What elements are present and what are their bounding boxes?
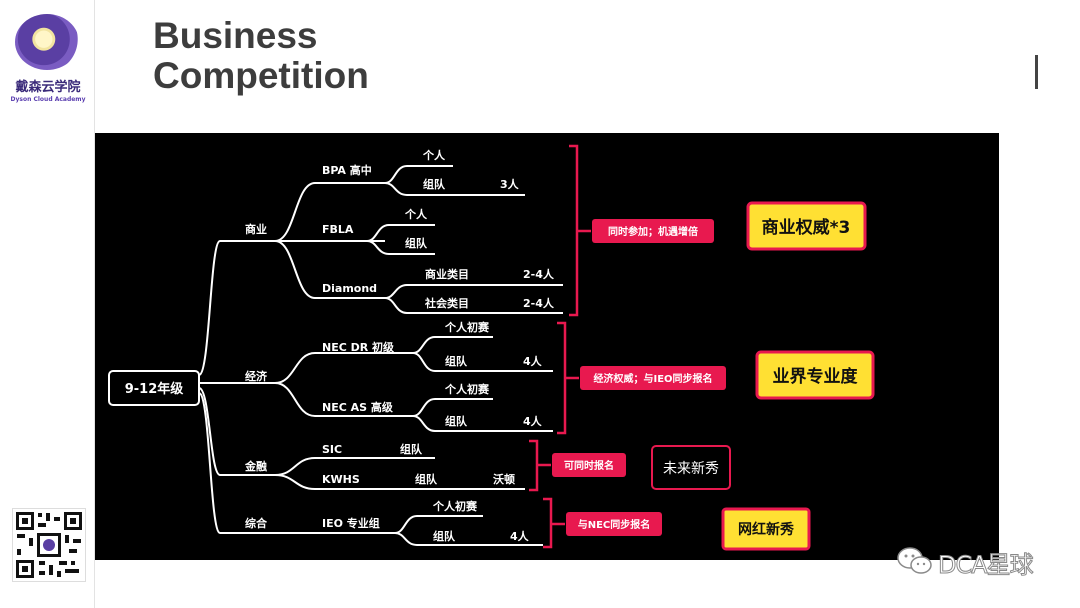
note-general: 与NEC同步报名 bbox=[578, 518, 651, 531]
leaf-diamond-social: 社会类目 bbox=[424, 296, 469, 310]
qr-code-icon bbox=[12, 508, 86, 582]
divider-bar bbox=[1035, 55, 1038, 89]
tag-business-box bbox=[746, 201, 867, 251]
leaf-necas-individual: 个人初赛 bbox=[444, 382, 490, 396]
category-economics: 经济 bbox=[245, 369, 268, 383]
root-node-box bbox=[108, 370, 200, 406]
wechat-icon bbox=[897, 547, 932, 574]
note-business-pill bbox=[592, 219, 714, 243]
leaf-diamond-business: 商业类目 bbox=[425, 267, 469, 281]
competition-diamond: Diamond bbox=[322, 282, 377, 295]
leaf-kwhs-wharton: 沃顿 bbox=[493, 472, 515, 486]
watermark-text: DCA星球 bbox=[938, 551, 1035, 580]
note-finance: 可同时报名 bbox=[564, 459, 614, 472]
academy-logo-icon bbox=[15, 14, 79, 70]
connector-lines bbox=[198, 165, 563, 546]
note-economics-pill bbox=[580, 366, 726, 390]
mind-map-svg: 9-12年级 商业 经济 金融 综合 BPA 高中 FBLA Diamond N… bbox=[108, 144, 875, 551]
category-finance: 金融 bbox=[244, 459, 267, 473]
leaf-kwhs-team: 组队 bbox=[415, 472, 438, 486]
leaf-ieo-team: 组队 bbox=[433, 529, 456, 543]
sidebar: 戴森云学院 Dyson Cloud Academy bbox=[0, 0, 95, 608]
competition-sic: SIC bbox=[322, 443, 342, 456]
competition-fbla: FBLA bbox=[322, 223, 354, 236]
competition-nec-dr: NEC DR 初级 bbox=[322, 340, 395, 354]
tag-general: 网红新秀 bbox=[738, 521, 795, 538]
bracket-economics bbox=[557, 321, 567, 435]
competition-ieo: IEO 专业组 bbox=[322, 516, 380, 530]
leaf-necas-team: 组队 bbox=[445, 414, 468, 428]
leaf-fbla-individual: 个人 bbox=[404, 207, 428, 221]
competition-kwhs: KWHS bbox=[322, 473, 360, 486]
category-general: 综合 bbox=[245, 516, 268, 530]
title-line-1: Business bbox=[153, 15, 318, 56]
leaf-fbla-team: 组队 bbox=[405, 236, 428, 250]
leaf-necdr-team-size: 4人 bbox=[523, 354, 543, 368]
note-finance-pill bbox=[552, 453, 626, 477]
leaf-bpa-team-size: 3人 bbox=[500, 177, 520, 191]
leaf-bpa-team: 组队 bbox=[423, 177, 446, 191]
competition-bpa: BPA 高中 bbox=[322, 163, 372, 177]
tag-economics-box bbox=[755, 350, 875, 400]
tag-business: 商业权威*3 bbox=[762, 217, 851, 238]
category-business: 商业 bbox=[245, 222, 267, 236]
note-business: 同时参加；机遇增倍 bbox=[608, 225, 698, 238]
bracket-business bbox=[569, 144, 579, 317]
tag-finance: 未来新秀 bbox=[663, 461, 719, 477]
logo-name-cn: 戴森云学院 bbox=[15, 80, 81, 95]
bracket-general bbox=[543, 497, 553, 549]
competition-nec-as: NEC AS 高级 bbox=[322, 400, 394, 414]
leaf-diamond-social-size: 2-4人 bbox=[523, 296, 555, 310]
note-economics: 经济权威；与IEO同步报名 bbox=[593, 372, 712, 385]
leaf-bpa-individual: 个人 bbox=[422, 148, 446, 162]
tag-economics: 业界专业度 bbox=[773, 366, 859, 387]
leaf-necas-team-size: 4人 bbox=[523, 414, 543, 428]
leaf-sic-team: 组队 bbox=[400, 442, 423, 456]
logo-name-en: Dyson Cloud Academy bbox=[10, 96, 86, 103]
page-title: Business Competition bbox=[153, 16, 369, 96]
leaf-diamond-business-size: 2-4人 bbox=[523, 267, 555, 281]
bracket-finance bbox=[529, 439, 539, 492]
tag-general-box bbox=[721, 507, 811, 551]
root-node-label: 9-12年级 bbox=[125, 381, 185, 397]
title-line-2: Competition bbox=[153, 55, 369, 96]
group-brackets bbox=[529, 144, 591, 549]
leaf-ieo-individual: 个人初赛 bbox=[432, 499, 478, 513]
leaf-necdr-individual: 个人初赛 bbox=[444, 320, 490, 334]
mind-map: 9-12年级 商业 经济 金融 综合 BPA 高中 FBLA Diamond N… bbox=[95, 133, 999, 560]
leaf-ieo-team-size: 4人 bbox=[510, 529, 530, 543]
note-general-pill bbox=[566, 512, 662, 536]
leaf-necdr-team: 组队 bbox=[445, 354, 468, 368]
tag-finance-box bbox=[651, 445, 731, 490]
